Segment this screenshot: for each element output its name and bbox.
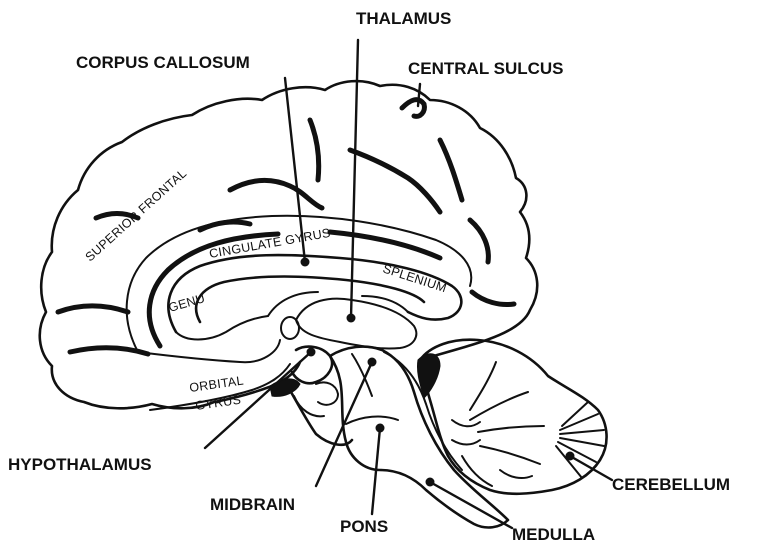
corpus-callosum-inner [196,277,424,323]
corpus-callosum-outer [168,255,461,332]
arbor-vitae-2 [478,426,544,432]
arbor-vitae-3 [480,446,540,464]
arbor-vitae-4 [470,362,496,410]
mammillary-body [316,382,338,404]
folia-3 [560,438,604,446]
cerebellum-outline [420,340,607,494]
folia-6 [562,402,588,426]
folia-2 [560,430,604,434]
label-thalamus: THALAMUS [356,9,451,28]
dot-midbrain [368,358,377,367]
anterior-commissure [281,317,299,339]
dot-corpus-callosum [301,258,310,267]
sulcus-5 [470,220,488,262]
dot-medulla [426,478,435,487]
sulcus-4 [440,140,462,200]
pons-edge [346,417,398,424]
dot-pons [376,424,385,433]
genu-loop [176,316,268,340]
label-hypothalamus: HYPOTHALAMUS [8,455,152,474]
sulcus-10 [472,292,514,305]
label-genu: GENU [167,291,207,315]
central-sulcus-notch [402,100,424,117]
folia-7 [452,420,480,426]
folia-8 [452,440,480,445]
dot-thalamus [347,314,356,323]
label-central-sulcus: CENTRAL SULCUS [408,59,564,78]
label-cerebellum: CEREBELLUM [612,475,730,494]
dot-cerebellum [566,452,575,461]
thalamus-outline [296,299,416,349]
label-corpus-callosum: CORPUS CALLOSUM [76,53,250,72]
leader-midbrain [316,362,372,486]
folia-9 [500,470,532,478]
dot-hypothalamus [307,348,316,357]
label-splenium: SPLENIUM [381,262,448,296]
sulcus-1 [230,180,322,208]
sulcus-3 [350,150,440,212]
sulcus-8 [58,306,128,312]
label-gyrus: GYRUS [194,393,241,413]
sulcus-2 [310,120,319,180]
label-pons: PONS [340,517,388,536]
label-orbital: ORBITAL [188,373,244,394]
label-medulla: MEDULLA [512,525,595,544]
label-midbrain: MIDBRAIN [210,495,295,514]
